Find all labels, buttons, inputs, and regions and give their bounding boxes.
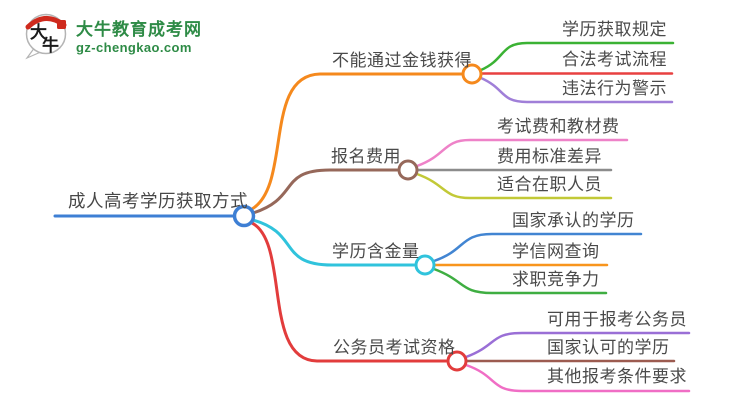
- branch-3-child-1-curve: [432, 232, 643, 263]
- branch-2-child-3-label: 适合在职人员: [497, 175, 602, 194]
- branch-4-node-circle: [446, 350, 468, 372]
- branch-4-child-1-curve: [464, 331, 691, 359]
- branch-1-child-2-label: 合法考试流程: [562, 50, 667, 69]
- branch-2-curve: [251, 168, 399, 215]
- logo-seal: [57, 20, 66, 29]
- logo-subtitle: gz-chengkao.com: [76, 39, 192, 55]
- branch-2-child-1-label: 考试费和教材费: [497, 117, 620, 136]
- branch-2-wires: [251, 138, 629, 215]
- logo-title: 大牛教育成考网: [76, 20, 202, 39]
- logo-icon-char-2: 牛: [42, 35, 59, 55]
- branch-1-child-3-label: 违法行为警示: [562, 79, 667, 98]
- logo-icon-char-1: 大: [30, 22, 47, 42]
- branch-3-child-3-label: 求职竞争力: [512, 270, 600, 289]
- branch-3-label: 学历含金量: [332, 242, 420, 261]
- branch-1-label: 不能通过金钱获得: [332, 51, 472, 70]
- branch-1-child-1-curve: [479, 41, 675, 72]
- branch-2-label: 报名费用: [331, 147, 401, 166]
- branch-2-node-circle: [397, 159, 419, 181]
- site-logo[interactable]: 大 牛 大牛教育成考网 gz-chengkao.com: [22, 10, 202, 60]
- root-node-circle: [232, 204, 256, 228]
- daniu-logo-icon: 大 牛: [25, 13, 67, 60]
- branch-1-curve: [250, 72, 463, 211]
- branch-4-child-1-label: 可用于报考公务员: [547, 310, 687, 329]
- speech-bubble-circle: [25, 13, 67, 55]
- branch-1-child-3-curve: [479, 76, 674, 104]
- branch-4-wires: [250, 221, 691, 393]
- branch-4-child-2-label: 国家认可的学历: [547, 338, 670, 357]
- branch-3-curve: [251, 218, 416, 267]
- branch-4-label: 公务员考试资格: [333, 338, 456, 357]
- branch-4-child-3-label: 其他报考条件要求: [547, 367, 687, 386]
- logo-text-block: 大牛教育成考网 gz-chengkao.com: [76, 10, 202, 55]
- branch-3-child-2-label: 学信网查询: [512, 242, 600, 261]
- branch-2-child-2-label: 费用标准差异: [497, 147, 602, 166]
- branch-2-child-3-curve: [415, 172, 613, 200]
- branch-2-child-1-curve: [415, 138, 629, 168]
- branch-1-node-circle: [461, 63, 483, 85]
- branch-3-child-1-label: 国家承认的学历: [512, 211, 635, 230]
- branch-3-node-circle: [414, 254, 436, 276]
- branch-1-wires: [250, 41, 675, 211]
- branch-3-wires: [251, 218, 643, 295]
- branch-1-child-1-label: 学历获取规定: [562, 20, 667, 39]
- root-node-label: 成人高考学历获取方式: [68, 191, 248, 211]
- branch-4-child-3-curve: [464, 363, 691, 393]
- branch-3-child-3-curve: [432, 267, 608, 295]
- branch-4-curve: [250, 221, 448, 363]
